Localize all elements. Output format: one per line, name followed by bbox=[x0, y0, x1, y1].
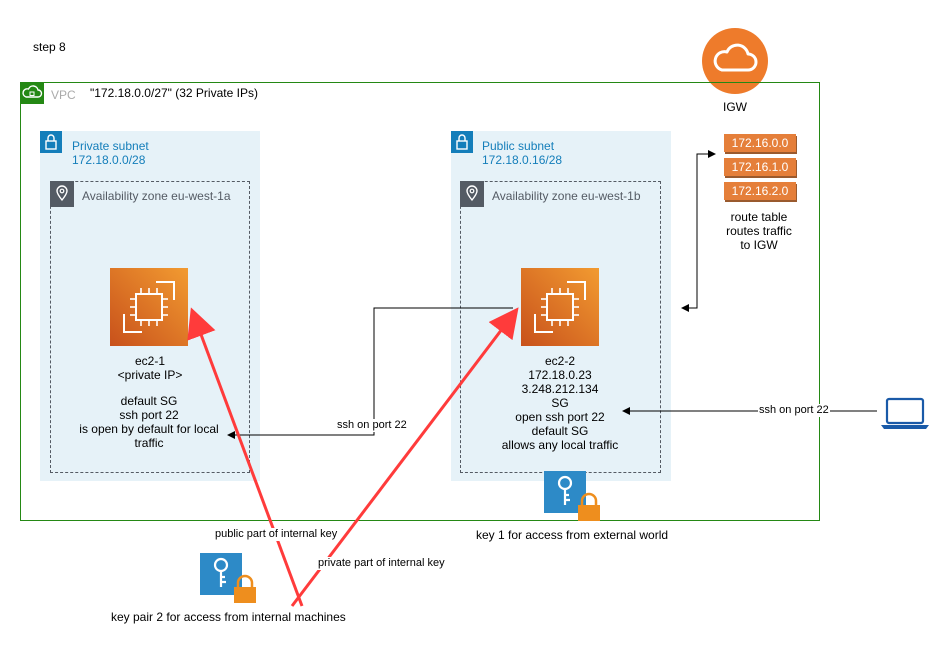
route-table-entry: 172.16.0.0 bbox=[724, 134, 796, 152]
vpc-container bbox=[20, 82, 820, 521]
public-subnet-lock-icon bbox=[451, 131, 473, 153]
public-subnet-cidr: 172.18.0.16/28 bbox=[482, 153, 563, 167]
public-az-pin-icon bbox=[460, 181, 484, 207]
private-subnet-lock-icon bbox=[40, 131, 62, 153]
public-subnet-title: Public subnet bbox=[482, 139, 555, 153]
ssh-internal-label: ssh on port 22 bbox=[336, 419, 408, 432]
vpc-cidr-label: "172.18.0.0/27" (32 Private IPs) bbox=[90, 86, 258, 100]
vpc-cloud-icon bbox=[20, 82, 44, 104]
route-table-entry: 172.16.1.0 bbox=[724, 158, 796, 176]
route-table-caption: route table routes traffic to IGW bbox=[726, 210, 792, 252]
key-pair-2-label: key pair 2 for access from internal mach… bbox=[111, 610, 346, 624]
ssh-internal-arrow bbox=[227, 307, 513, 439]
private-az-pin-icon bbox=[50, 181, 74, 207]
vpc-tag: VPC bbox=[51, 88, 76, 102]
key-pair-2-icon bbox=[200, 553, 258, 605]
laptop-icon bbox=[879, 397, 931, 431]
step-label: step 8 bbox=[33, 40, 66, 54]
ec2-1-chip-icon bbox=[110, 268, 188, 346]
ec2-2-label: ec2-2 172.18.0.23 3.248.212.134 SG open … bbox=[501, 354, 619, 452]
ec2-1-sg-text: default SG ssh port 22 is open by defaul… bbox=[79, 394, 219, 450]
private-az-box bbox=[50, 181, 250, 473]
key-1-icon bbox=[544, 471, 602, 523]
ssh-external-label: ssh on port 22 bbox=[758, 404, 830, 417]
route-table-entry: 172.16.2.0 bbox=[724, 182, 796, 200]
public-az-label: Availability zone eu-west-1b bbox=[492, 189, 641, 203]
private-key-label: private part of internal key bbox=[317, 557, 446, 570]
public-key-arrow bbox=[187, 307, 304, 607]
key-1-label: key 1 for access from external world bbox=[476, 528, 669, 542]
private-subnet-title: Private subnet bbox=[72, 139, 149, 153]
private-az-label: Availability zone eu-west-1a bbox=[82, 189, 231, 203]
public-key-label: public part of internal key bbox=[214, 528, 339, 541]
route-table-link bbox=[681, 150, 716, 312]
ec2-2-chip-icon bbox=[521, 268, 599, 346]
igw-cloud-icon bbox=[702, 28, 768, 94]
igw-label: IGW bbox=[723, 100, 747, 114]
private-subnet-cidr: 172.18.0.0/28 bbox=[72, 153, 146, 167]
ec2-1-label: ec2-1 <private IP> bbox=[117, 354, 183, 382]
